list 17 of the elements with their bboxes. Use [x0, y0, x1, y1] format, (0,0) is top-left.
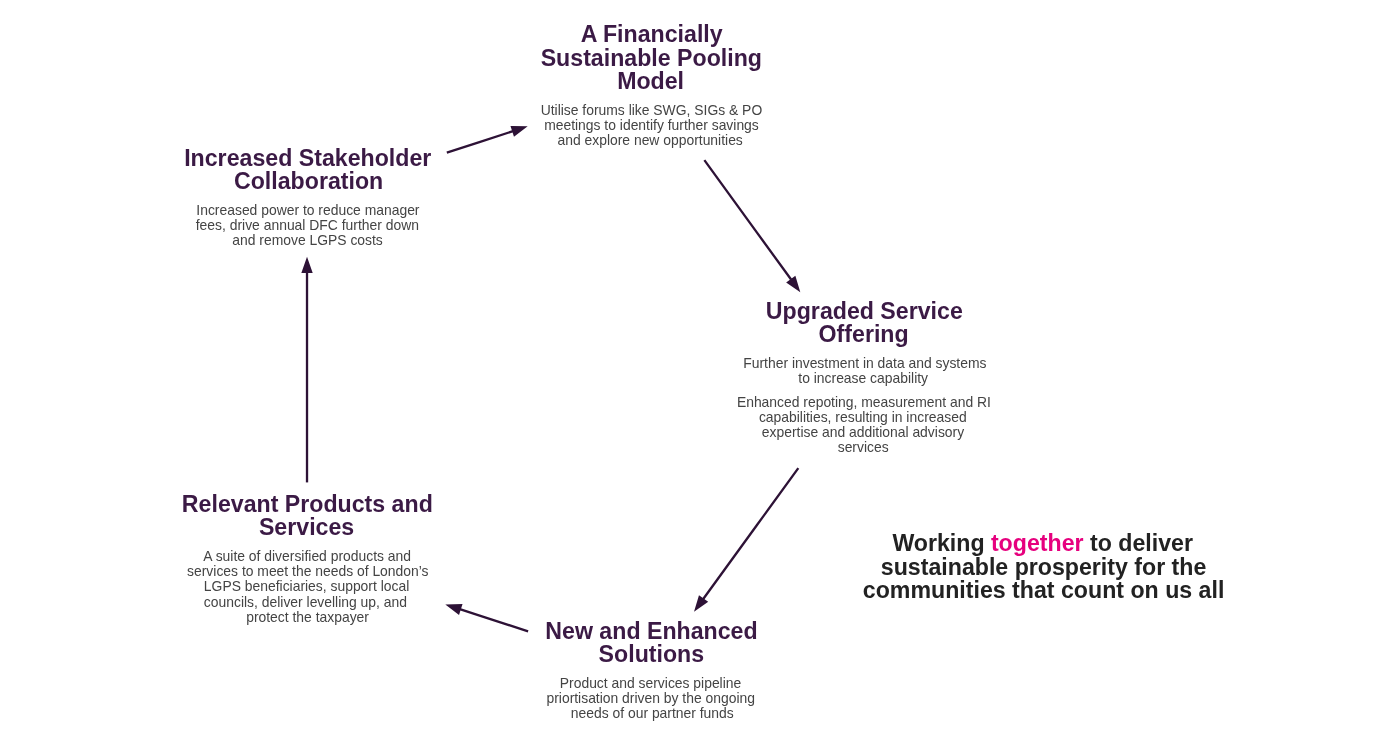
node-text: Relevant Products and Services — [181, 491, 433, 541]
arrow — [446, 126, 528, 154]
arrow — [301, 256, 313, 483]
node-label: Further investment in data and systems to increase capability — [743, 354, 987, 386]
node-text: A Financially Sustainable Pooling Model — [540, 21, 762, 94]
node-label: A suite of diversified products and services to meet the needs of London’s LGPS beneficiaries, support local councils, deliver levelling up, and protect the taxpayer — [187, 548, 429, 625]
node-text: New and Enhanced Solutions — [545, 617, 758, 667]
node-text: Upgraded Service Offering — [765, 297, 963, 347]
label: Working together to deliver sustainable prosperity for the communities that count on us all — [862, 530, 1225, 603]
arrow — [445, 604, 529, 633]
node-text: Increased Stakeholder Collaboration — [184, 144, 432, 194]
node-label: Product and services pipeline priortisation driven by the ongoing needs of our partner funds — [546, 675, 755, 722]
node-label: Increased power to reduce manager fees, drive annual DFC further down and remove LGPS costs — [195, 202, 420, 249]
arrow — [703, 159, 801, 293]
node-label: Utilise forums like SWG, SIGs & PO meetings to identify further savings and explore new opportunities — [540, 101, 763, 149]
arrow — [694, 467, 800, 612]
node-label: Enhanced repoting, measurement and RI capabilities, resulting in increased expertise and additional advisory services — [736, 394, 991, 456]
